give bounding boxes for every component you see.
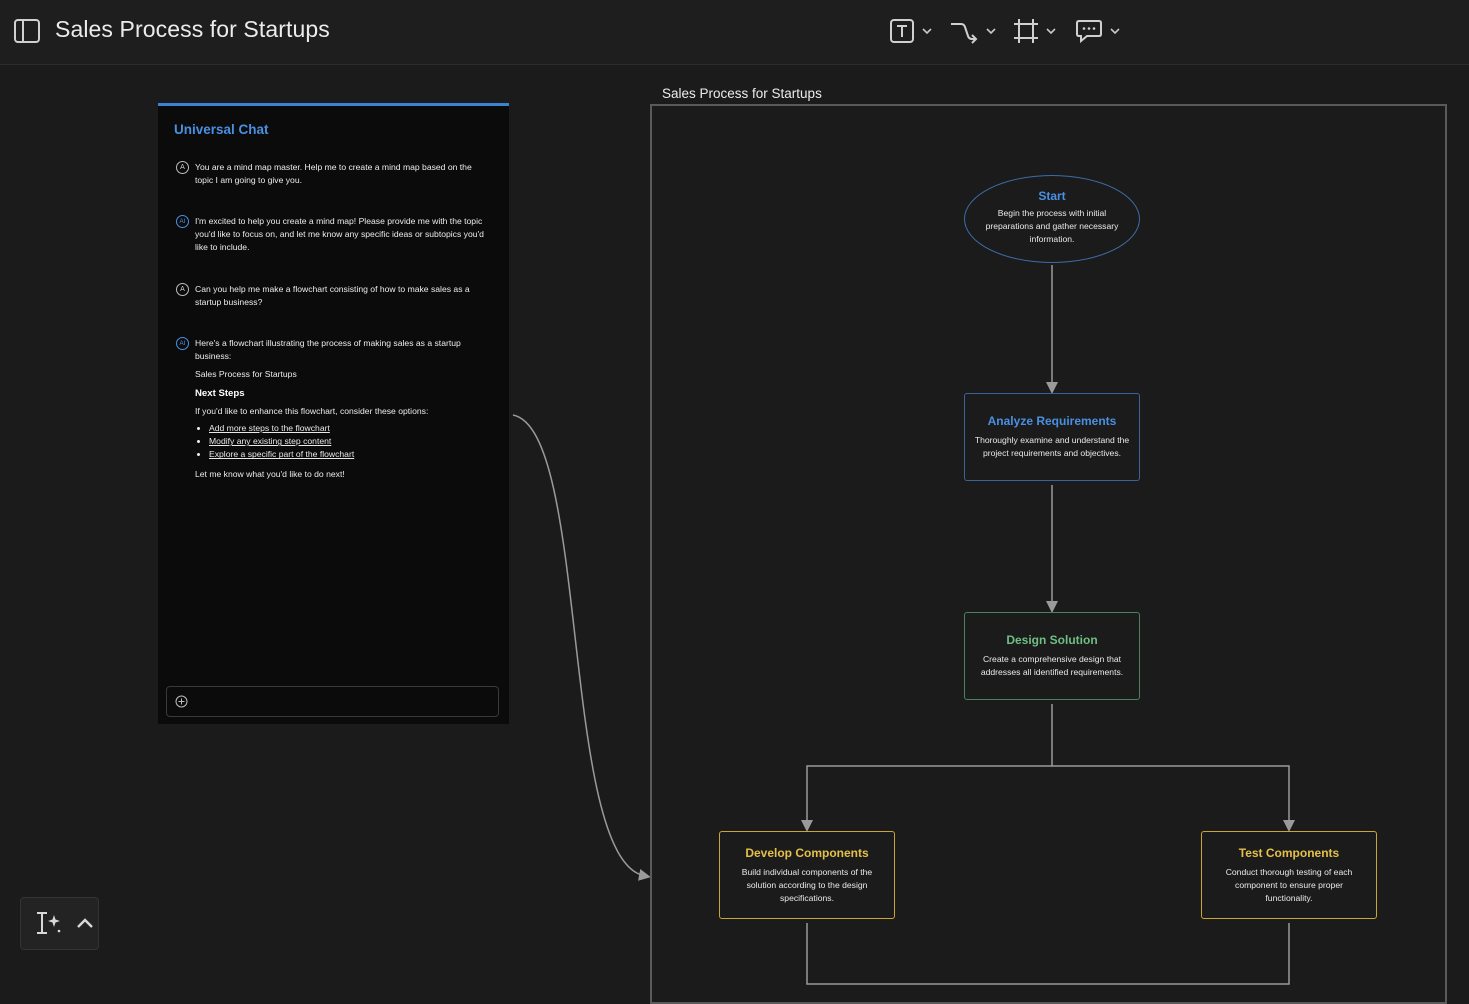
chat-message-input[interactable]	[195, 691, 494, 715]
connector-arrow-icon	[951, 23, 978, 44]
ai-avatar: AI	[176, 215, 189, 228]
user-avatar: A	[176, 161, 189, 174]
node-description: Build individual components of the solut…	[741, 867, 873, 903]
frame-label[interactable]: Sales Process for Startups	[662, 86, 822, 101]
node-title: Analyze Requirements	[987, 414, 1117, 428]
chevron-down-icon[interactable]	[921, 25, 933, 37]
node-description: Conduct thorough testing of each compone…	[1225, 867, 1353, 903]
ai-text-cursor-icon[interactable]	[33, 910, 63, 936]
comment-tool-button[interactable]	[1075, 15, 1121, 47]
frame-tool-button[interactable]	[1013, 15, 1057, 47]
user-avatar: A	[176, 283, 189, 296]
node-develop-components[interactable]: Develop Components Build individual comp…	[719, 831, 895, 919]
ai-avatar: AI	[176, 337, 189, 350]
node-start[interactable]: Start Begin the process with initial pre…	[964, 175, 1140, 263]
connector-tool-button[interactable]	[949, 15, 997, 47]
text-box-icon	[890, 19, 914, 43]
node-design-solution[interactable]: Design Solution Create a comprehensive d…	[964, 612, 1140, 700]
message-heading: Next Steps	[195, 387, 245, 399]
speech-bubble-icon	[1076, 20, 1102, 44]
chat-input-box[interactable]	[166, 686, 499, 717]
message-flowchart-reference: Sales Process for Startups	[195, 369, 297, 380]
chat-message: AI I'm excited to help you create a mind…	[176, 215, 486, 255]
node-title: Test Components	[1238, 846, 1340, 860]
chevron-up-icon[interactable]	[75, 913, 95, 933]
universal-chat-panel: Universal Chat A You are a mind map mast…	[158, 103, 509, 724]
chat-message: A You are a mind map master. Help me to …	[176, 161, 486, 187]
chat-title: Universal Chat	[174, 122, 269, 137]
text-tool-button[interactable]	[889, 15, 933, 47]
message-text: I'm excited to help you create a mind ma…	[195, 216, 484, 253]
suggestion-link-add-steps[interactable]: Add more steps to the flowchart	[209, 423, 330, 434]
node-title: Design Solution	[1006, 633, 1098, 647]
list-item: Explore a specific part of the flowchart	[209, 448, 486, 461]
frame-crop-icon	[1014, 19, 1038, 43]
suggestion-link-modify-step[interactable]: Modify any existing step content	[209, 436, 332, 447]
message-text: You are a mind map master. Help me to cr…	[195, 162, 472, 186]
node-analyze-requirements[interactable]: Analyze Requirements Thoroughly examine …	[964, 393, 1140, 481]
node-title: Start	[1038, 189, 1066, 203]
chat-message: AI Here's a flowchart illustrating the p…	[176, 337, 486, 481]
suggestion-list: Add more steps to the flowchart Modify a…	[195, 422, 486, 462]
chevron-down-icon[interactable]	[1109, 25, 1121, 37]
list-item: Add more steps to the flowchart	[209, 422, 486, 435]
sidebar-toggle-icon[interactable]	[13, 17, 41, 45]
chevron-down-icon[interactable]	[985, 25, 997, 37]
message-closing: Let me know what you'd like to do next!	[195, 468, 345, 479]
node-title: Develop Components	[745, 846, 869, 860]
message-intro: If you'd like to enhance this flowchart,…	[195, 405, 429, 416]
chat-to-frame-connector	[512, 414, 651, 881]
node-description: Begin the process with initial preparati…	[985, 208, 1119, 244]
node-description: Thoroughly examine and understand the pr…	[974, 435, 1130, 458]
suggestion-link-explore-part[interactable]: Explore a specific part of the flowchart	[209, 449, 355, 460]
message-text: Can you help me make a flowchart consist…	[195, 284, 470, 308]
list-item: Modify any existing step content	[209, 435, 486, 448]
message-text: Here's a flowchart illustrating the proc…	[195, 338, 461, 362]
add-attachment-icon[interactable]	[175, 695, 188, 708]
node-test-components[interactable]: Test Components Conduct thorough testing…	[1201, 831, 1377, 919]
ai-assist-widget	[20, 897, 99, 950]
document-title: Sales Process for Startups	[55, 16, 330, 42]
chat-message: A Can you help me make a flowchart consi…	[176, 283, 486, 309]
node-description: Create a comprehensive design that addre…	[980, 654, 1124, 677]
top-bar: Sales Process for Startups	[0, 0, 1469, 65]
chevron-down-icon[interactable]	[1045, 25, 1057, 37]
